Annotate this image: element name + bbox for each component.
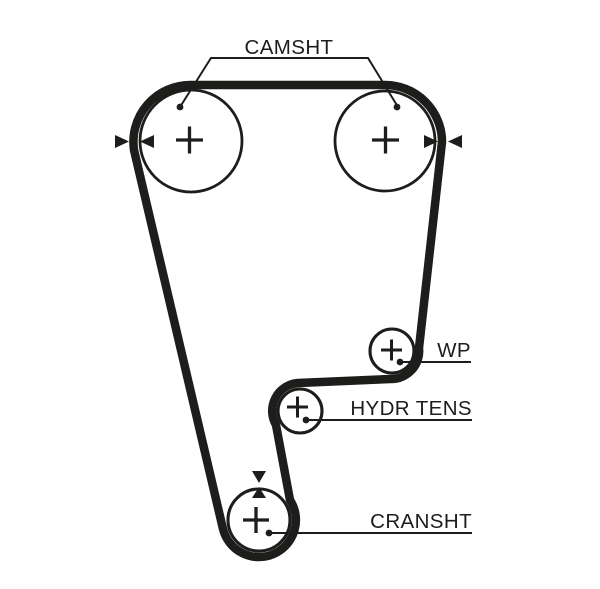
right-belt-align-arrow-inner-icon — [424, 135, 438, 148]
right-belt-align-arrow-outer-icon — [448, 135, 462, 148]
crankshaft-timing-arrow-up-icon — [252, 487, 266, 498]
water-pump-leader-dot-icon — [396, 358, 404, 366]
left-camshaft-center-cross-icon — [176, 126, 203, 154]
water-pump-label: WP — [437, 339, 471, 362]
timing-belt-path — [129, 80, 447, 562]
camshaft-bracket — [179, 57, 399, 108]
crankshaft-leader-dot-icon — [265, 529, 273, 537]
crankshaft-timing-arrow-down-icon — [252, 471, 266, 483]
camshaft-label: CAMSHT — [245, 36, 334, 59]
left-belt-align-arrow-inner-icon — [140, 135, 154, 148]
crankshaft-label: CRANSHT — [370, 510, 472, 533]
right-camshaft-center-cross-icon — [372, 126, 399, 154]
water-pump-pulley — [368, 327, 416, 375]
tensioner-label: HYDR TENS — [350, 397, 472, 420]
left-belt-align-arrow-outer-icon — [115, 135, 129, 148]
crankshaft-center-cross-icon — [243, 507, 269, 533]
camshaft-right-leader-dot-icon — [393, 103, 401, 111]
tensioner-center-cross-icon — [287, 396, 308, 418]
tensioner-pulley — [276, 387, 324, 435]
water-pump-center-cross-icon — [381, 339, 402, 361]
camshaft-left-leader-dot-icon — [176, 103, 184, 111]
tensioner-leader-dot-icon — [302, 416, 310, 424]
